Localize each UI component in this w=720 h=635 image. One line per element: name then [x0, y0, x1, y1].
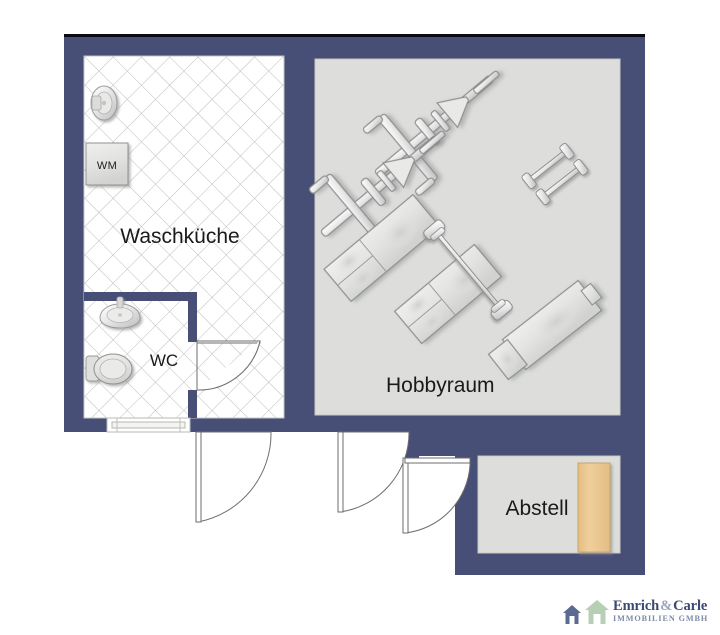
exercise-bike-1 [362, 70, 500, 196]
weight-bench-1 [323, 193, 441, 303]
wall-right [620, 34, 645, 575]
wall-abstell-top [419, 432, 620, 456]
house-small-icon [563, 604, 581, 624]
utility-sink [90, 85, 118, 121]
floor-abstell-border [477, 455, 621, 554]
door-wc[interactable] [196, 340, 261, 391]
wall-wc-right-lower [188, 390, 197, 418]
wc-partition-group [84, 292, 197, 418]
washing-machine: WM [85, 142, 129, 186]
floor-hobbyraum [315, 59, 620, 415]
door-waschkueche[interactable] [195, 431, 272, 523]
exercise-bike-2 [308, 130, 446, 256]
window-waschkueche-bottom [106, 417, 191, 433]
logo-house-icons [562, 598, 610, 625]
washing-machine-label: WM [97, 160, 117, 172]
logo-company-name: Emrich&Carle [613, 599, 708, 614]
company-logo: Emrich&Carle IMMOBILIEN GMBH [562, 596, 710, 626]
logo-ampersand: & [660, 597, 673, 614]
wall-abstell-bottom [455, 553, 645, 575]
door-hobbyraum[interactable] [337, 431, 410, 513]
wooden-shelf [577, 462, 611, 553]
wall-wc-right-upper [188, 292, 197, 342]
room-label-waschkueche: Waschküche [120, 225, 239, 248]
dumbbell-pair [521, 142, 589, 206]
house-large-icon [585, 599, 609, 624]
wall-bottom-hobby [288, 418, 620, 432]
toilet [85, 353, 133, 385]
logo-word-two: Carle [673, 597, 708, 614]
barbell [423, 219, 513, 321]
logo-subtitle: IMMOBILIEN GMBH [613, 613, 709, 623]
room-label-wc: WC [150, 351, 178, 370]
room-label-abstell: Abstell [505, 497, 568, 520]
wash-basin [99, 296, 141, 329]
wall-wc-top [84, 292, 197, 301]
wall-top [64, 34, 645, 56]
floor-hobbyraum-border [314, 58, 621, 416]
wall-bevels [64, 34, 645, 37]
wall-left [64, 34, 84, 432]
door-abstell[interactable] [402, 457, 471, 534]
logo-text-block: Emrich&Carle IMMOBILIEN GMBH [613, 599, 708, 623]
wall-divider-central [288, 34, 315, 432]
weight-bench-3 [487, 279, 603, 381]
logo-word-one: Emrich [613, 597, 660, 614]
room-label-hobbyraum: Hobbyraum [386, 374, 495, 397]
